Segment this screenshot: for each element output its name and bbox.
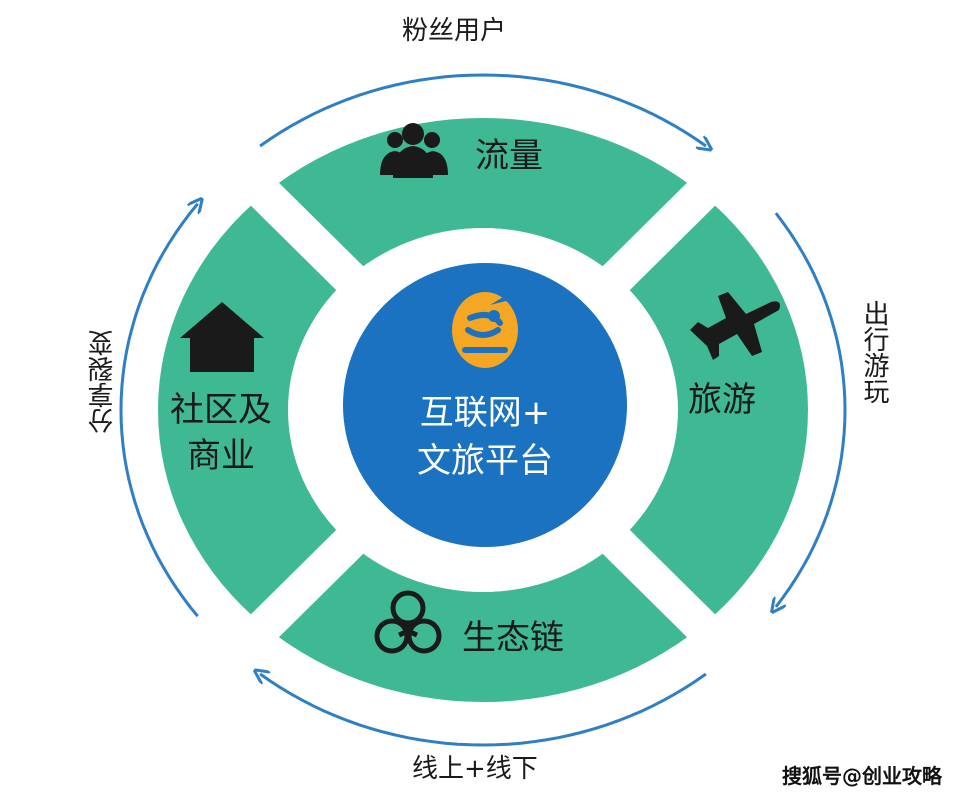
watermark: 搜狐号@创业攻略 bbox=[782, 764, 942, 788]
arrow-arc-right bbox=[776, 212, 847, 607]
segment-label-traffic: 流量 bbox=[475, 136, 543, 176]
segment-label-travel: 旅游 bbox=[688, 380, 756, 420]
segment-label-ecosystem: 生态链 bbox=[462, 618, 564, 658]
three-circles-icon bbox=[374, 590, 442, 654]
arrow-arc-bottom bbox=[260, 674, 707, 747]
house-icon bbox=[180, 302, 264, 372]
logo-icon bbox=[452, 290, 518, 368]
arrow-label-left: 分享裂变 bbox=[88, 330, 118, 434]
arrow-arc-top bbox=[259, 73, 706, 146]
people-icon bbox=[380, 123, 448, 178]
center-line-2: 文旅平台 bbox=[417, 441, 553, 481]
segment-label-community-2: 商业 bbox=[187, 436, 255, 476]
airplane-icon bbox=[690, 292, 780, 360]
arrow-arc-left bbox=[119, 204, 198, 618]
arrow-label-right: 出行游玩 bbox=[859, 300, 889, 404]
arrow-label-top: 粉丝用户 bbox=[402, 16, 507, 46]
center-line-1: 互联网+ bbox=[419, 393, 551, 433]
segment-label-community-1: 社区及 bbox=[170, 390, 272, 430]
arrow-label-bottom: 线上+线下 bbox=[412, 754, 538, 784]
center-circle bbox=[343, 263, 627, 547]
